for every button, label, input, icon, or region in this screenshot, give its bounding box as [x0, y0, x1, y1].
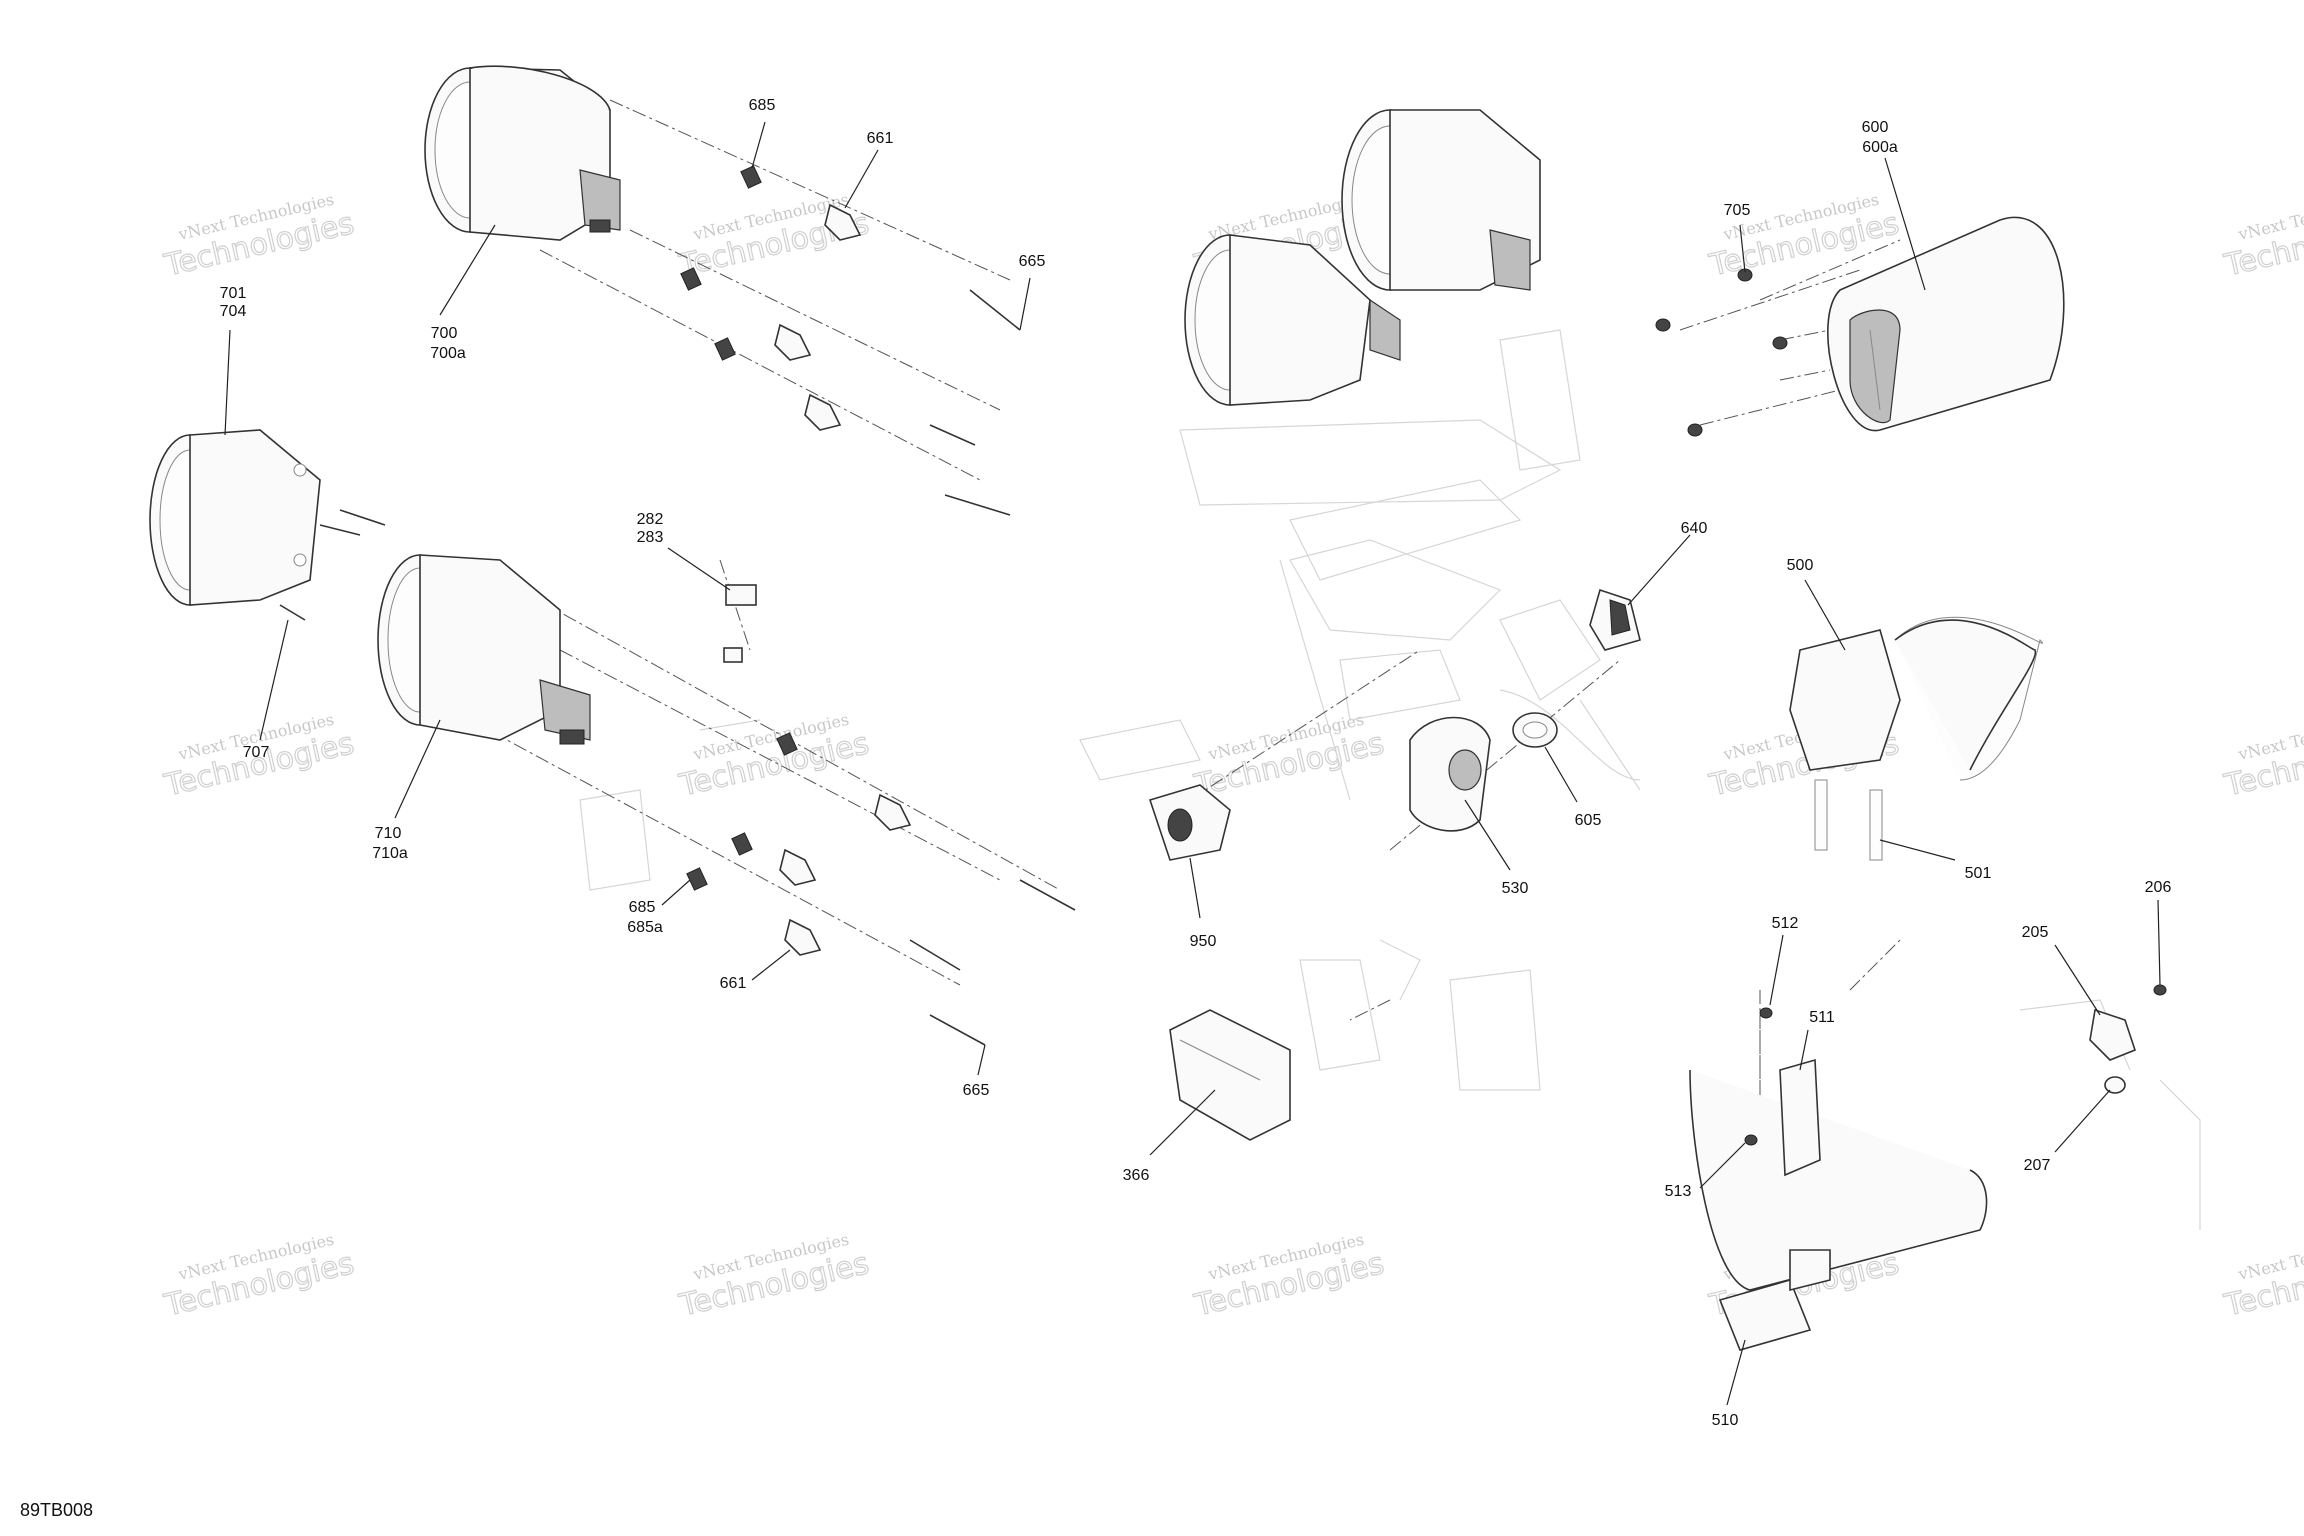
callout-530: 530 — [1502, 880, 1529, 897]
part-700-gauge-housing — [424, 65, 621, 241]
part-710-gauge-housing — [377, 554, 591, 745]
callout-950: 950 — [1190, 933, 1217, 950]
fasteners-bottom-group — [279, 509, 1076, 1046]
callout-640: 640 — [1681, 520, 1708, 537]
part-gauge-cluster-assembled — [1184, 109, 1541, 406]
part-530-ignition-switch — [1409, 716, 1491, 832]
callout-510: 510 — [1712, 1412, 1739, 1429]
diagram-code: 89TB008 — [20, 1500, 93, 1520]
callout-366: 366 — [1123, 1167, 1150, 1184]
callout-665-top: 665 — [1019, 253, 1046, 270]
callout-513: 513 — [1665, 1183, 1692, 1200]
callout-206: 206 — [2145, 879, 2172, 896]
callout-665-bottom: 665 — [963, 1082, 990, 1099]
screws-705 — [1655, 268, 1788, 437]
callout-707: 707 — [243, 744, 270, 761]
part-640-connector — [1589, 588, 1641, 651]
callout-207: 207 — [2024, 1157, 2051, 1174]
part-510-throttle-assembly — [1689, 1007, 1988, 1351]
part-205-bracket — [2089, 984, 2167, 1094]
part-701-bezel-ring — [149, 429, 321, 606]
fasteners-top-group — [680, 165, 1021, 516]
callout-605: 605 — [1575, 812, 1602, 829]
callout-661-bottom: 661 — [720, 975, 747, 992]
callout-511: 511 — [1809, 1009, 1835, 1026]
part-366-electronic-module — [1169, 1009, 1291, 1141]
ghost-vehicle-outline — [579, 329, 2201, 1230]
part-500-handlebar-switch — [1789, 616, 2043, 861]
part-605-ring-nut — [1512, 712, 1558, 748]
leader-lines — [224, 121, 2161, 1406]
callout-705: 705 — [1724, 202, 1751, 219]
part-950-power-socket — [1148, 784, 1231, 861]
callout-685-top: 685 — [749, 97, 776, 114]
callout-512: 512 — [1772, 915, 1799, 932]
callout-205: 205 — [2022, 924, 2049, 941]
part-600-visor-cover — [1827, 216, 2065, 432]
part-282-clip — [723, 584, 757, 663]
callout-501: 501 — [1965, 865, 1992, 882]
callout-500: 500 — [1787, 557, 1814, 574]
callout-661-top: 661 — [867, 130, 894, 147]
